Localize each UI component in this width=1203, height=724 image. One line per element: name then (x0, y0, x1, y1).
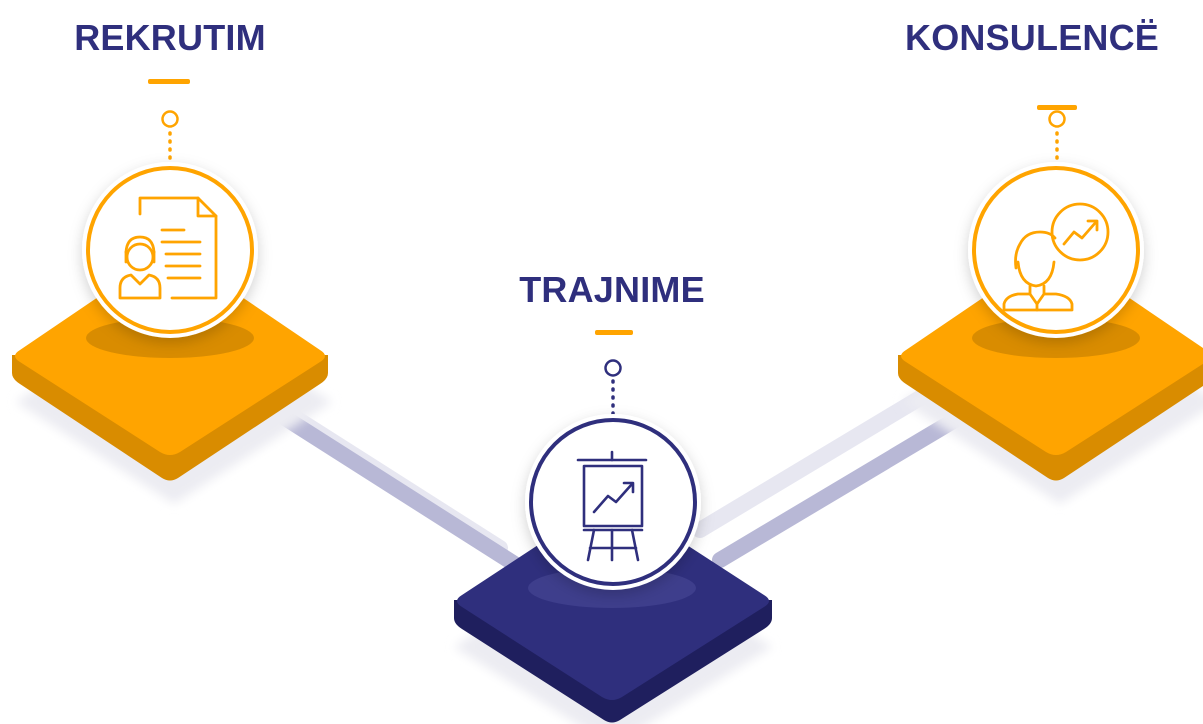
node-ring-rekrutim (82, 162, 258, 338)
node-label-trajnime: TRAJNIME (519, 269, 705, 310)
connector-dots-trajnime (595, 330, 633, 424)
consultant-growth-icon (1002, 202, 1110, 312)
node-label-rekrutim: REKRUTIM (74, 17, 266, 58)
connector-dots-konsulence (1037, 105, 1077, 180)
node-ring-konsulence (968, 162, 1144, 338)
node-ring-trajnime (525, 414, 701, 590)
node-label-konsulence: KONSULENCË (905, 17, 1160, 58)
recruitment-document-icon (118, 196, 218, 300)
platform-trajnime (454, 500, 772, 724)
platform-rekrutim (12, 252, 332, 504)
connector-dots-rekrutim (148, 79, 190, 180)
presentation-board-icon (576, 450, 648, 562)
